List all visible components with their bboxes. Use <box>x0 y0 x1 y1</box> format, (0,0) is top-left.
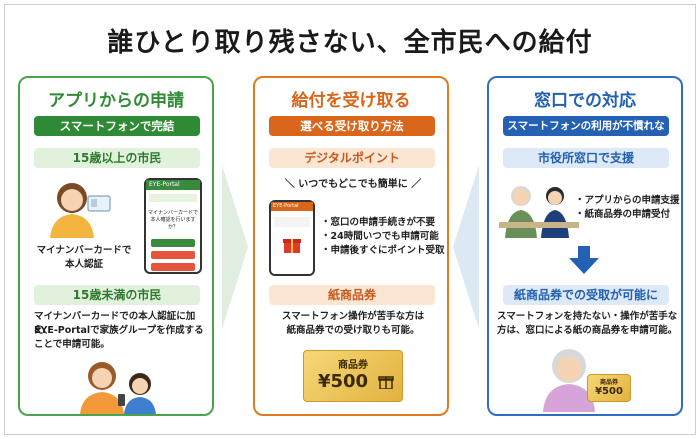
voucher-ticket: 商品券 ¥500 <box>587 374 631 402</box>
support-item-2: ・紙商品券の申請受付 <box>575 209 671 220</box>
column-heading: 窓口での対応 <box>534 91 636 111</box>
column-heading: 給付を受け取る <box>291 91 411 111</box>
gift-icon <box>378 376 394 389</box>
receive-text-1: スマートフォンを持たない・操作が苦手な <box>497 311 678 322</box>
phone-mockup: EYE-Portal マイナンバーカードで 本人確認を行いますか？ <box>144 178 202 274</box>
digital-bullet-2: ・24時間いつでも申請可能 <box>321 231 439 242</box>
myna-caption-2: 本人認証 <box>64 259 103 270</box>
voucher-label: 商品券 <box>338 360 368 371</box>
column-receive-benefit: 給付を受け取る 選べる受け取り方法 デジタルポイント ＼ いつでもどこでも簡単に… <box>253 76 449 416</box>
arrow-down-icon <box>569 246 599 274</box>
phone-line-1: マイナンバーカードで <box>148 210 198 216</box>
phone-line-2: 本人確認を行いますか？ <box>150 217 196 230</box>
elderly-woman-icon <box>543 349 595 412</box>
band-15-over: 15歳以上の市民 <box>34 148 200 168</box>
support-item-1: ・アプリからの申請支援 <box>575 195 680 206</box>
gift-icon <box>283 239 301 253</box>
band-15-under: 15歳未満の市民 <box>34 285 200 305</box>
phone-header: EYE-Portal <box>146 180 200 190</box>
receive-text-2: 方は、窓口による紙の商品券を申請可能。 <box>497 325 678 336</box>
smartphone-complete-pill: スマートフォンで完結 <box>34 116 200 136</box>
under-text-1: マイナンバーカードでの本人認証に加え、 <box>34 311 196 336</box>
band-digital-point: デジタルポイント <box>269 148 435 168</box>
myna-caption-1: マイナンバーカードで <box>36 245 132 256</box>
arrow-left-icon <box>453 165 479 329</box>
digital-bullet-3: ・申請後すぐにポイント受取 <box>321 245 445 256</box>
anytime-caption: ＼ いつでもどこでも簡単に ／ <box>284 179 422 190</box>
column-counter-support: 窓口での対応 スマートフォンの利用が不慣れな方 市役所窓口で支援 ・アプリからの… <box>487 76 683 416</box>
voucher-value: ¥500 <box>317 371 369 392</box>
phone-header: EYE-Portal <box>271 202 313 211</box>
phone-mockup: EYE-Portal <box>269 200 315 276</box>
band-voucher-available: 紙商品券での受取が可能に <box>503 285 669 305</box>
arrow-right-icon <box>222 165 248 329</box>
counter-staff-icon <box>499 186 579 238</box>
voucher-ticket: 商品券 ¥500 <box>303 350 403 402</box>
voucher-label: 商品券 <box>599 379 618 386</box>
under-text-2: EYE-Portalで家族グループを作成する <box>34 325 204 336</box>
column-app-application: アプリからの申請 スマートフォンで完結 15歳以上の市民 マイナンバーカードで … <box>18 76 214 416</box>
page-title: 誰ひとり取り残さない、全市民への給付 <box>107 28 593 58</box>
column-heading: アプリからの申請 <box>48 91 184 111</box>
band-paper-voucher: 紙商品券 <box>269 285 435 305</box>
under-text-3: ことで申請可能。 <box>34 339 110 350</box>
paper-text-2: 紙商品券での受け取りも可能。 <box>286 325 420 336</box>
choose-method-pill: 選べる受け取り方法 <box>269 116 435 136</box>
paper-text-1: スマートフォン操作が苦手な方は <box>281 311 425 322</box>
voucher-value: ¥500 <box>595 386 623 397</box>
digital-bullet-1: ・窓口の申請手続きが不要 <box>321 217 436 228</box>
band-city-office-support: 市役所窓口で支援 <box>503 148 669 168</box>
woman-with-card-icon <box>50 183 111 238</box>
unfamiliar-smartphone-pill: スマートフォンの利用が不慣れな方 <box>503 116 669 152</box>
family-icon <box>80 362 156 414</box>
